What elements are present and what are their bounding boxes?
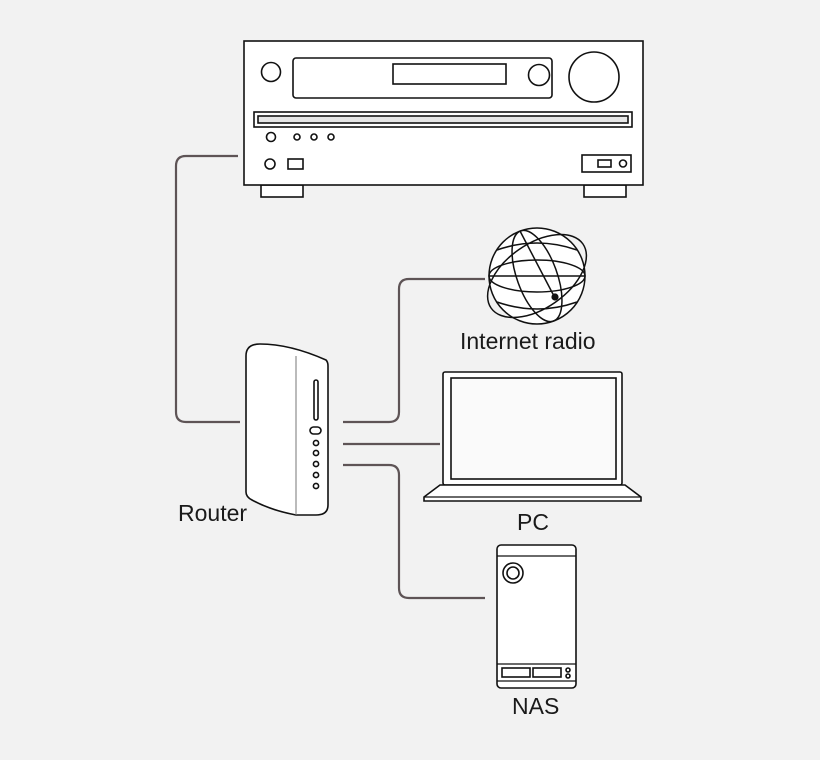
cable-router-to-internet-radio [343,277,485,424]
globe-icon [486,227,588,325]
nas-drive-bay-2 [532,667,562,678]
router-button-icon [309,426,322,435]
router-device [245,343,329,516]
router-label: Router [178,500,248,526]
cable-router-to-nas [343,463,485,600]
internet-radio-label: Internet radio [460,328,596,354]
pc-label: PC [517,509,549,535]
small-knob-icon [527,63,551,87]
power-knob-icon [260,61,282,83]
nas-drive-bay-1 [501,667,531,678]
display-screen [392,63,507,85]
front-button-icon [265,131,277,143]
cable-router-to-receiver [174,154,240,424]
headphone-jack-icon [264,158,276,170]
nas-device [496,544,577,689]
front-input-icon [287,158,304,170]
usb-port-icon [597,159,612,168]
laptop-icon [423,371,642,502]
nas-label: NAS [512,693,560,719]
av-receiver [243,40,644,198]
router-led-bar [313,379,319,421]
cables [174,154,485,600]
volume-knob-icon [568,51,620,103]
